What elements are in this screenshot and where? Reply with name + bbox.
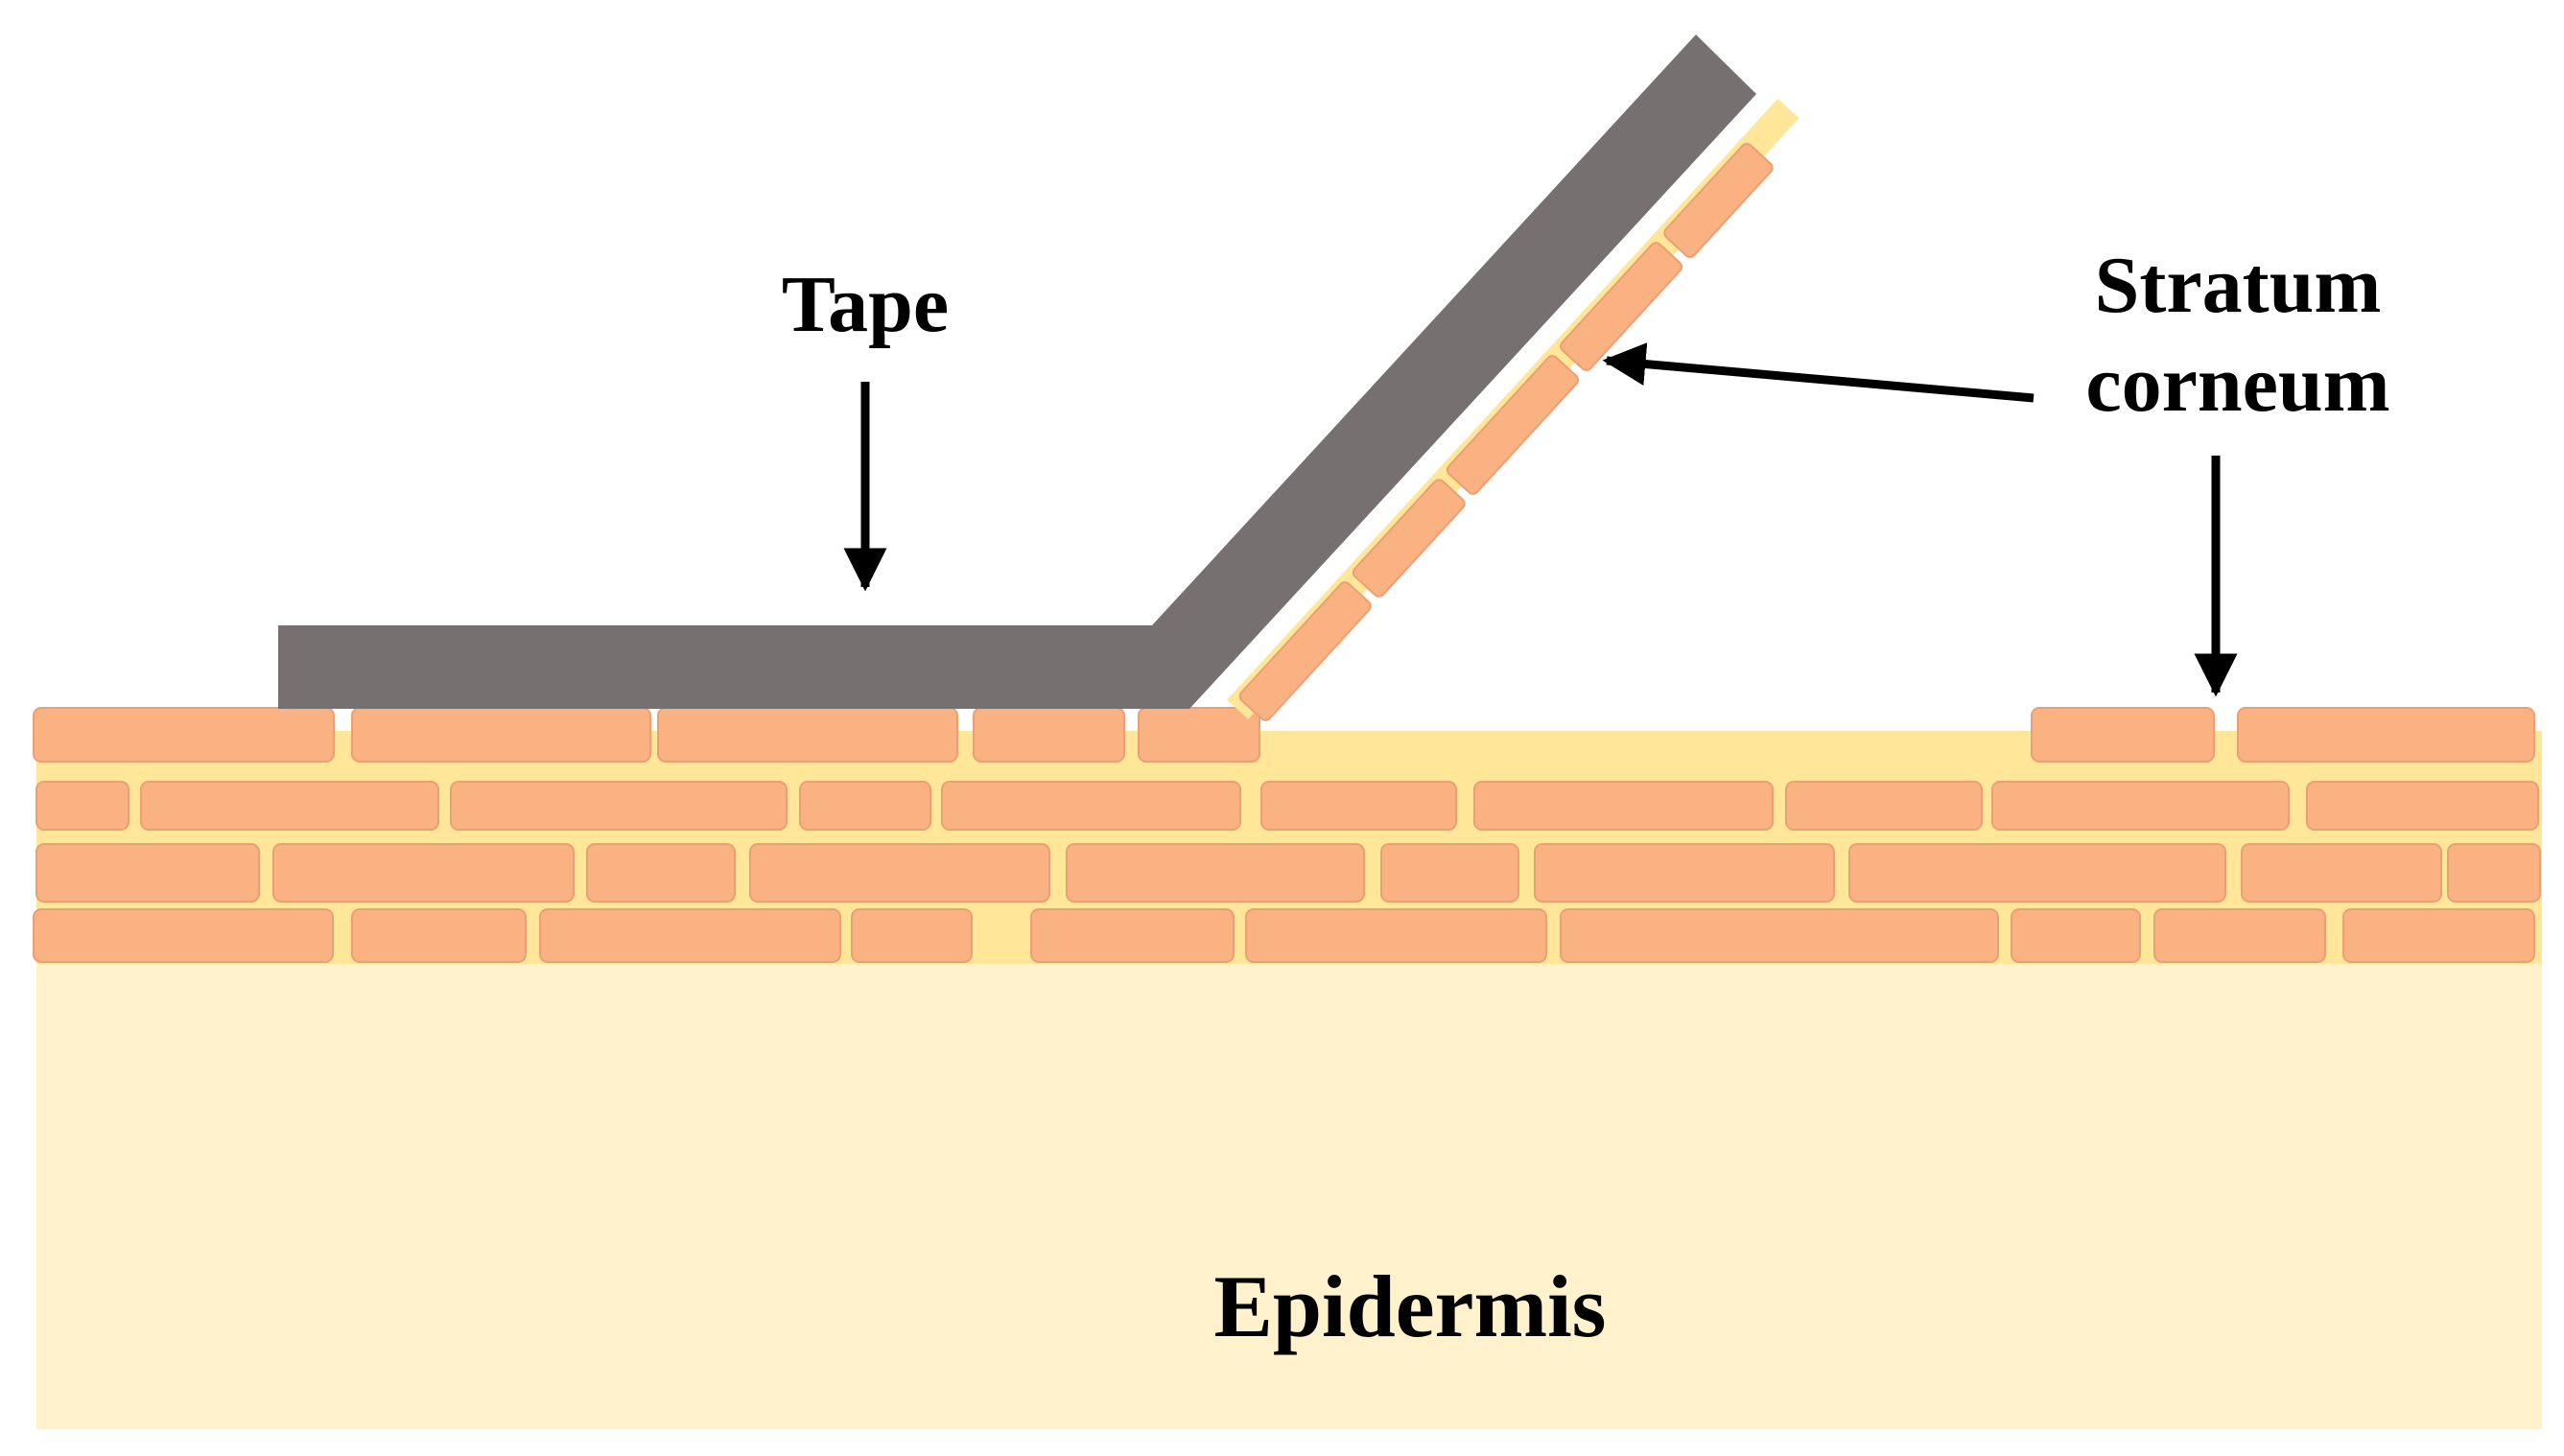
corneocyte-cell <box>2011 908 2141 963</box>
stratum-corneum-arrow-diagonal <box>1602 342 2035 403</box>
corneocyte-cell <box>586 843 736 903</box>
corneocyte-cell <box>2031 707 2215 763</box>
corneocyte-cell <box>2342 908 2535 963</box>
corneocyte-cell <box>351 908 527 963</box>
corneocyte-cell <box>33 908 334 963</box>
corneocyte-cell <box>2153 908 2326 963</box>
corneocyte-cell <box>1245 908 1547 963</box>
corneocyte-cell <box>1534 843 1835 903</box>
peeled-stratum-corneum <box>1227 98 1800 721</box>
corneocyte-cell <box>140 781 439 831</box>
corneocyte-cell <box>799 781 931 831</box>
corneocyte-cell <box>35 781 129 831</box>
corneocyte-cell <box>1991 781 2290 831</box>
stratum-corneum-label-line2: corneum <box>2085 340 2389 429</box>
corneocyte-cell <box>1473 781 1774 831</box>
tape-strip <box>278 35 1756 709</box>
stratum-corneum-cells <box>33 707 2541 963</box>
corneocyte-cell <box>2237 707 2535 763</box>
corneocyte-cell <box>1030 908 1235 963</box>
tape-label: Tape <box>782 260 949 349</box>
corneocyte-cell <box>851 908 973 963</box>
corneocyte-cell <box>1380 843 1519 903</box>
corneocyte-cell <box>351 707 651 763</box>
corneocyte-cell <box>1138 707 1260 763</box>
epidermis-label: Epidermis <box>1214 1257 1607 1355</box>
corneocyte-cell <box>35 843 260 903</box>
corneocyte-cell <box>272 843 575 903</box>
corneocyte-cell <box>450 781 788 831</box>
corneocyte-cell <box>539 908 841 963</box>
corneocyte-cell <box>1560 908 1999 963</box>
corneocyte-cell <box>973 707 1125 763</box>
stratum-corneum-label-line1: Stratum <box>2095 241 2382 330</box>
corneocyte-cell <box>2306 781 2539 831</box>
epidermis-layer <box>36 964 2542 1429</box>
corneocyte-cell <box>33 707 335 763</box>
corneocyte-cell <box>749 843 1050 903</box>
corneocyte-cell <box>941 781 1241 831</box>
corneocyte-cell <box>1260 781 1457 831</box>
corneocyte-cell <box>1066 843 1365 903</box>
corneocyte-cell <box>1848 843 2226 903</box>
corneocyte-cell <box>1785 781 1983 831</box>
corneocyte-cell <box>2447 843 2541 903</box>
corneocyte-cell <box>2241 843 2442 903</box>
corneocyte-cell <box>657 707 958 763</box>
